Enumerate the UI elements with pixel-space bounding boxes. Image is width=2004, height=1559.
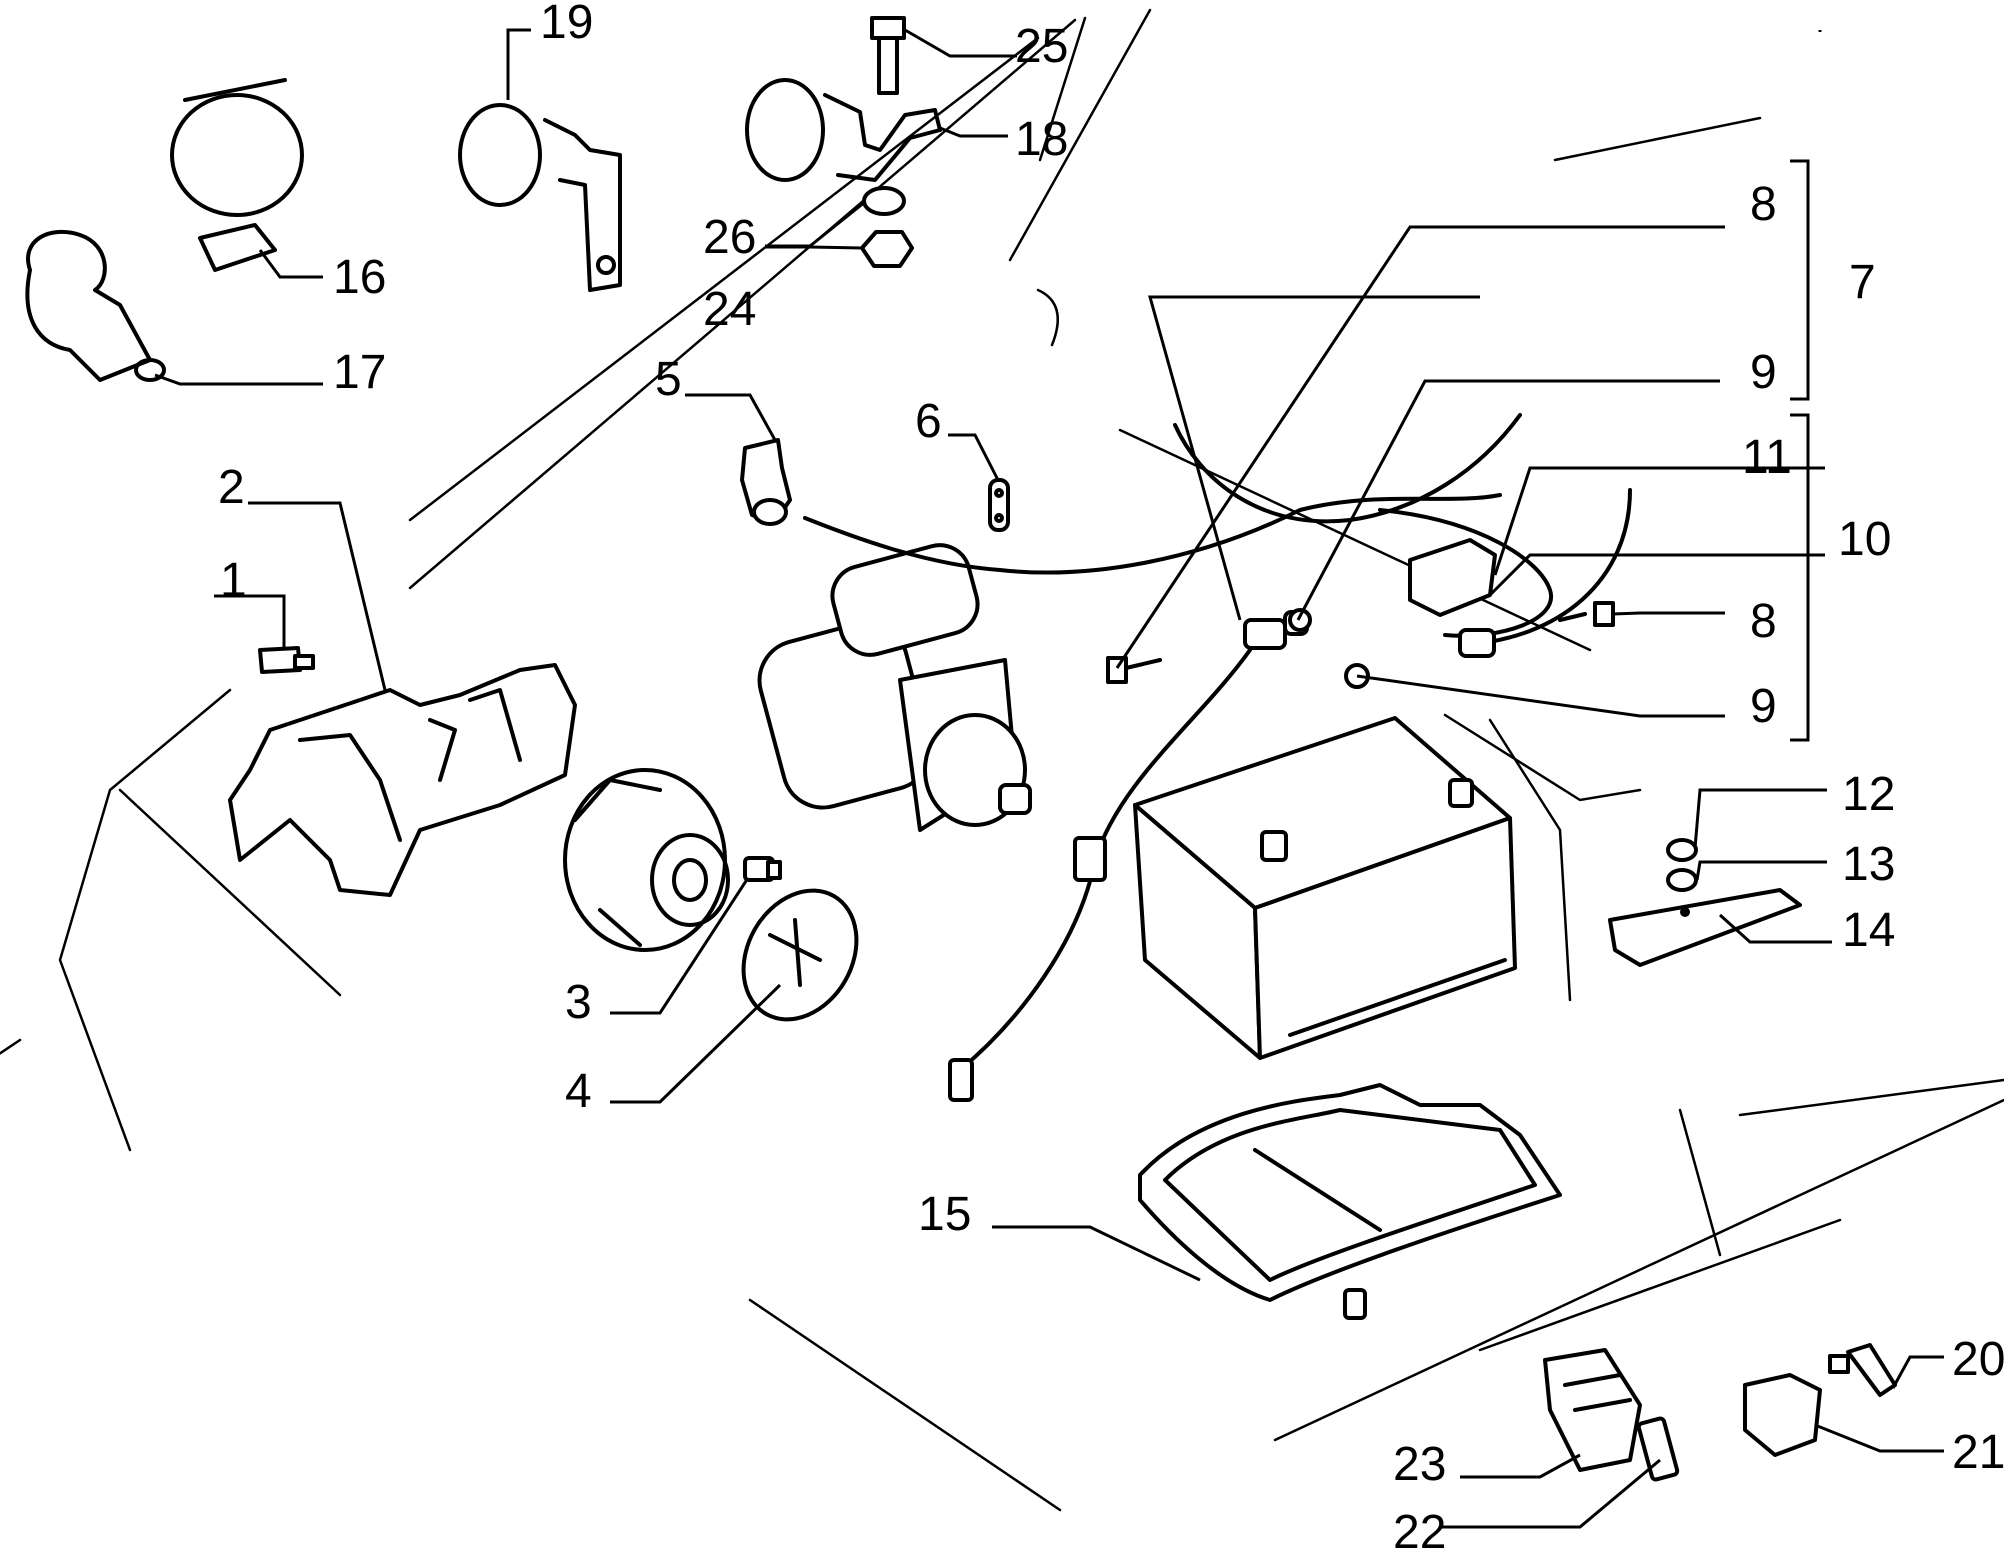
part-14-clamp: [1608, 888, 1802, 967]
callout-6: 6: [915, 395, 942, 448]
callout-5: 5: [655, 353, 682, 406]
part-8-bolt: [1106, 656, 1162, 684]
part-16-clip: [170, 78, 304, 272]
callout-26: 26: [703, 211, 756, 264]
part-21-relay: [1743, 1373, 1822, 1457]
part-17-clamp: [25, 229, 166, 382]
callout-8-upper: 8: [1750, 178, 1777, 231]
callout-9-lower: 9: [1750, 680, 1777, 733]
part-26-washer: [862, 186, 906, 216]
callout-10: 10: [1838, 513, 1891, 566]
callout-2: 2: [218, 461, 245, 514]
callout-3: 3: [565, 976, 592, 1029]
leader-lines: [154, 28, 1944, 1529]
callout-23: 23: [1393, 1438, 1446, 1491]
part-15-battery-tray: [1138, 1083, 1562, 1320]
part-25-bolt: [870, 16, 906, 95]
part-8-bolt-second: [1558, 601, 1615, 627]
part-3-fitting: [743, 856, 782, 882]
part-23-fuse-holder: [1543, 1348, 1642, 1472]
group-brackets: [1790, 159, 1810, 742]
part-22-connector: [1636, 1416, 1680, 1482]
callout-4: 4: [565, 1065, 592, 1118]
starter-motor: [757, 543, 1032, 832]
callout-20: 20: [1952, 1333, 2004, 1386]
callout-22: 22: [1393, 1506, 1446, 1559]
callout-21: 21: [1952, 1426, 2004, 1479]
callout-19: 19: [540, 0, 593, 49]
part-18-bracket: [745, 78, 942, 182]
callout-12: 12: [1842, 768, 1895, 821]
part-2-engine-cover: [228, 663, 577, 897]
part-13-washer: [1666, 868, 1698, 892]
callout-15: 15: [918, 1188, 971, 1241]
callout-labels: 1 2 3 4 5 6 7 8 9 11 10 8 9 12 13 14 15 …: [218, 0, 2004, 1559]
callout-11: 11: [1742, 431, 1792, 484]
alternator: [563, 768, 730, 952]
part-4-plate: [741, 888, 859, 1022]
callout-8-lower: 8: [1750, 595, 1777, 648]
part-12-washer: [1666, 838, 1698, 862]
part-1-sensor: [258, 646, 315, 674]
part-20-bracket: [1828, 1343, 1897, 1397]
callout-25: 25: [1015, 20, 1068, 73]
callout-13: 13: [1842, 838, 1895, 891]
part-5-boot: [740, 438, 792, 526]
part-11-terminal-cover: [1408, 538, 1497, 658]
callout-14: 14: [1842, 904, 1895, 957]
callout-17: 17: [333, 346, 386, 399]
callout-24: 24: [703, 283, 756, 336]
battery: [1133, 716, 1517, 1060]
part-24-nut: [860, 230, 914, 268]
callout-1: 1: [220, 554, 247, 607]
part-6-bracket: [988, 478, 1010, 532]
callout-18: 18: [1015, 113, 1068, 166]
callout-7: 7: [1849, 256, 1876, 309]
callout-9-upper: 9: [1750, 346, 1777, 399]
wiring-cables: [803, 413, 1632, 1072]
callout-16: 16: [333, 251, 386, 304]
part-9-nut: [1288, 608, 1312, 632]
part-19-clamp-bracket: [458, 103, 622, 292]
